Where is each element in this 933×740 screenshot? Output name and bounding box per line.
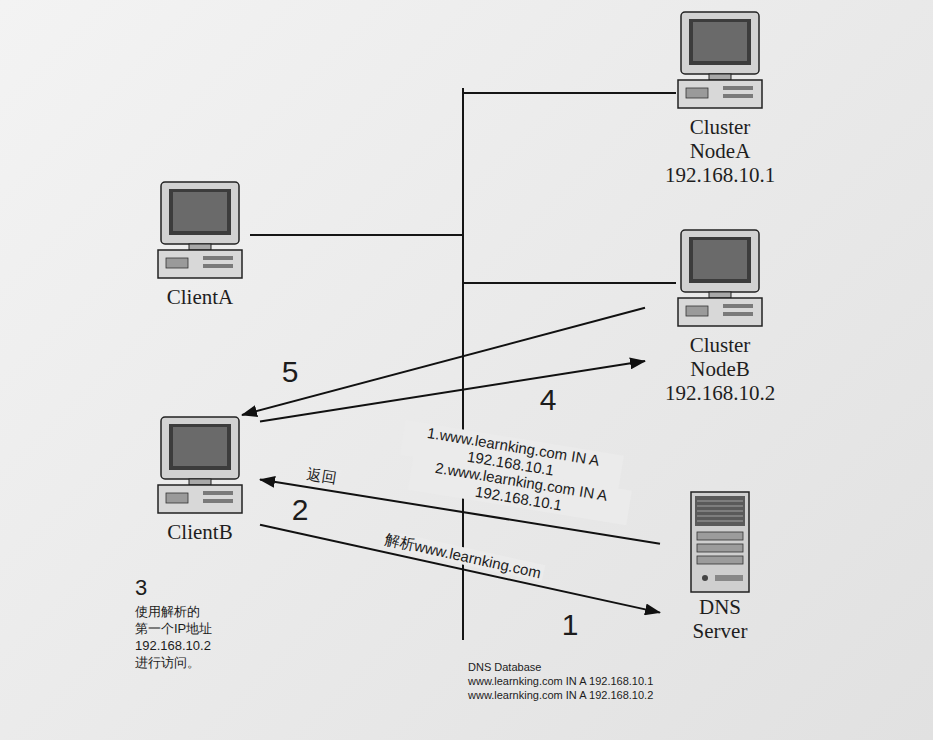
icon-part (169, 424, 231, 470)
step-number: 5 (282, 355, 299, 390)
icon-part (723, 312, 753, 316)
icon-part (166, 258, 188, 268)
server-node: DNS Server (660, 490, 780, 643)
icon-part (723, 86, 753, 90)
icon-part (697, 556, 743, 564)
arrow-connector (260, 361, 645, 421)
node-label: DNS Server (680, 595, 760, 643)
icon-part (709, 74, 731, 80)
icon-part (203, 499, 233, 503)
icon-part (161, 417, 239, 479)
callout-number: 1 (562, 608, 579, 643)
icon-part (686, 88, 708, 98)
icon-part (697, 544, 743, 552)
computer-node: Cluster NodeB192.168.10.2 (645, 228, 795, 405)
icon-part (709, 292, 731, 298)
icon-part (723, 304, 753, 308)
icon-part (173, 427, 227, 466)
node-label: Cluster NodeA (670, 115, 770, 163)
icon-part (702, 575, 708, 581)
icon-part (189, 479, 211, 485)
network-wire (250, 234, 463, 236)
server-icon (675, 490, 765, 595)
edge-label: 返回 (303, 465, 341, 488)
computer-icon (155, 415, 245, 520)
database-record: www.learnking.com IN A 192.168.10.2 (468, 689, 653, 702)
icon-part (173, 192, 227, 231)
database-record: www.learnking.com IN A 192.168.10.1 (468, 675, 653, 688)
icon-part (686, 306, 708, 316)
node-label: ClientB (140, 520, 260, 544)
computer-node: ClientB (140, 415, 260, 544)
icon-part (681, 12, 759, 74)
icon-part (693, 240, 747, 279)
computer-icon (675, 10, 765, 115)
icon-part (161, 182, 239, 244)
computer-node: ClientA (140, 180, 260, 309)
node-label: 192.168.10.2 (645, 381, 795, 405)
node-label: Cluster NodeB (670, 333, 770, 381)
icon-part (697, 532, 743, 540)
wire-group (250, 88, 676, 640)
step-note: 使用解析的 第一个IP地址 192.168.10.2 进行访问。 (135, 604, 230, 672)
computer-node: Cluster NodeA192.168.10.1 (645, 10, 795, 187)
icon-part (689, 19, 751, 65)
node-label: ClientA (140, 285, 260, 309)
computer-icon (675, 228, 765, 333)
icon-part (723, 94, 753, 98)
network-wire (463, 92, 676, 94)
icon-part (158, 485, 242, 513)
arrow-connector (260, 525, 660, 613)
icon-part (678, 80, 762, 108)
icon-part (158, 250, 242, 278)
icon-part (678, 298, 762, 326)
icon-part (697, 501, 743, 521)
database-title: DNS Database (468, 661, 541, 674)
icon-part (203, 491, 233, 495)
step-number: 4 (540, 383, 557, 418)
callout-number: 2 (292, 493, 309, 528)
icon-part (166, 493, 188, 503)
icon-part (189, 244, 211, 250)
computer-icon (155, 180, 245, 285)
icon-part (169, 189, 231, 235)
icon-part (695, 496, 745, 526)
icon-part (693, 22, 747, 61)
icon-part (681, 230, 759, 292)
icon-part (715, 575, 743, 581)
callout-number: 3 (135, 575, 147, 600)
node-label: 192.168.10.1 (645, 163, 795, 187)
icon-part (691, 492, 749, 592)
arrow-connector (242, 308, 645, 415)
icon-part (203, 264, 233, 268)
network-wire (463, 282, 676, 284)
icon-part (689, 237, 751, 283)
icon-part (203, 256, 233, 260)
